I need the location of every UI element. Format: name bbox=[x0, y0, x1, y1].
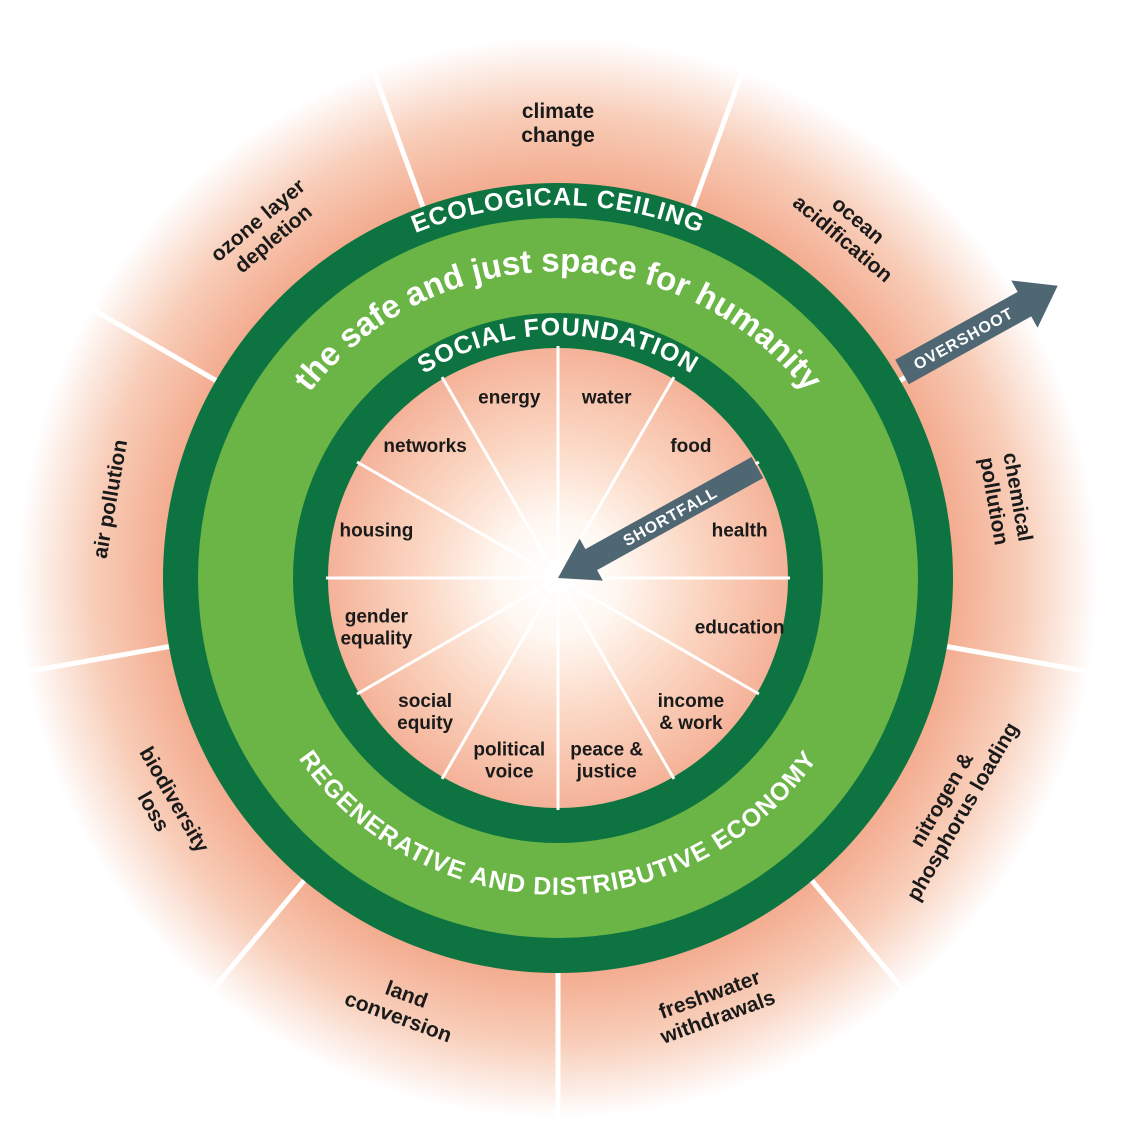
water-label: water bbox=[581, 387, 632, 408]
housing-label: housing bbox=[339, 520, 413, 541]
water-label-line: water bbox=[581, 387, 632, 408]
outer-spoke bbox=[800, 867, 908, 994]
inner-spoke bbox=[556, 577, 676, 780]
education-label: education bbox=[695, 618, 785, 639]
housing-label-line: housing bbox=[339, 520, 413, 541]
food-label: food bbox=[670, 436, 711, 457]
outer-spoke bbox=[208, 867, 316, 994]
networks-label: networks bbox=[383, 436, 466, 457]
climate-change-label-line: change bbox=[521, 124, 595, 147]
networks-label-line: networks bbox=[383, 436, 466, 457]
political-voice-label-line: political bbox=[473, 740, 545, 761]
climate-change-label-line: climate bbox=[522, 100, 594, 123]
outer-spoke bbox=[89, 305, 231, 391]
outer-spoke bbox=[685, 69, 746, 222]
gender-equality-label-line: equality bbox=[340, 629, 412, 650]
health-label: health bbox=[712, 520, 768, 541]
energy-label-line: energy bbox=[478, 387, 541, 408]
inner-spoke bbox=[356, 460, 559, 580]
inner-spoke bbox=[440, 577, 560, 780]
gender-equality-label-line: gender bbox=[345, 607, 409, 628]
inner-labels: water food health education income& work peac… bbox=[339, 387, 784, 782]
inner-spoke bbox=[440, 376, 560, 579]
outer-spoke bbox=[25, 641, 185, 675]
income-work-label: income& work bbox=[658, 691, 725, 734]
peace-justice-label-line: peace & bbox=[570, 740, 643, 761]
education-label-line: education bbox=[695, 618, 785, 639]
inner-spoke bbox=[356, 576, 559, 696]
energy-label: energy bbox=[478, 387, 541, 408]
outer-spoke bbox=[931, 641, 1091, 675]
peace-justice-label: peace &justice bbox=[570, 740, 643, 783]
peace-justice-label-line: justice bbox=[576, 762, 637, 783]
political-voice-label-line: voice bbox=[485, 762, 534, 783]
outer-spoke bbox=[370, 69, 431, 222]
income-work-label-line: income bbox=[658, 691, 725, 712]
food-label-line: food bbox=[670, 436, 711, 457]
health-label-line: health bbox=[712, 520, 768, 541]
income-work-label-line: & work bbox=[659, 713, 723, 734]
social-equity-label-line: equity bbox=[397, 713, 453, 734]
inner-spoke bbox=[557, 576, 760, 696]
social-equity-label-line: social bbox=[398, 691, 452, 712]
